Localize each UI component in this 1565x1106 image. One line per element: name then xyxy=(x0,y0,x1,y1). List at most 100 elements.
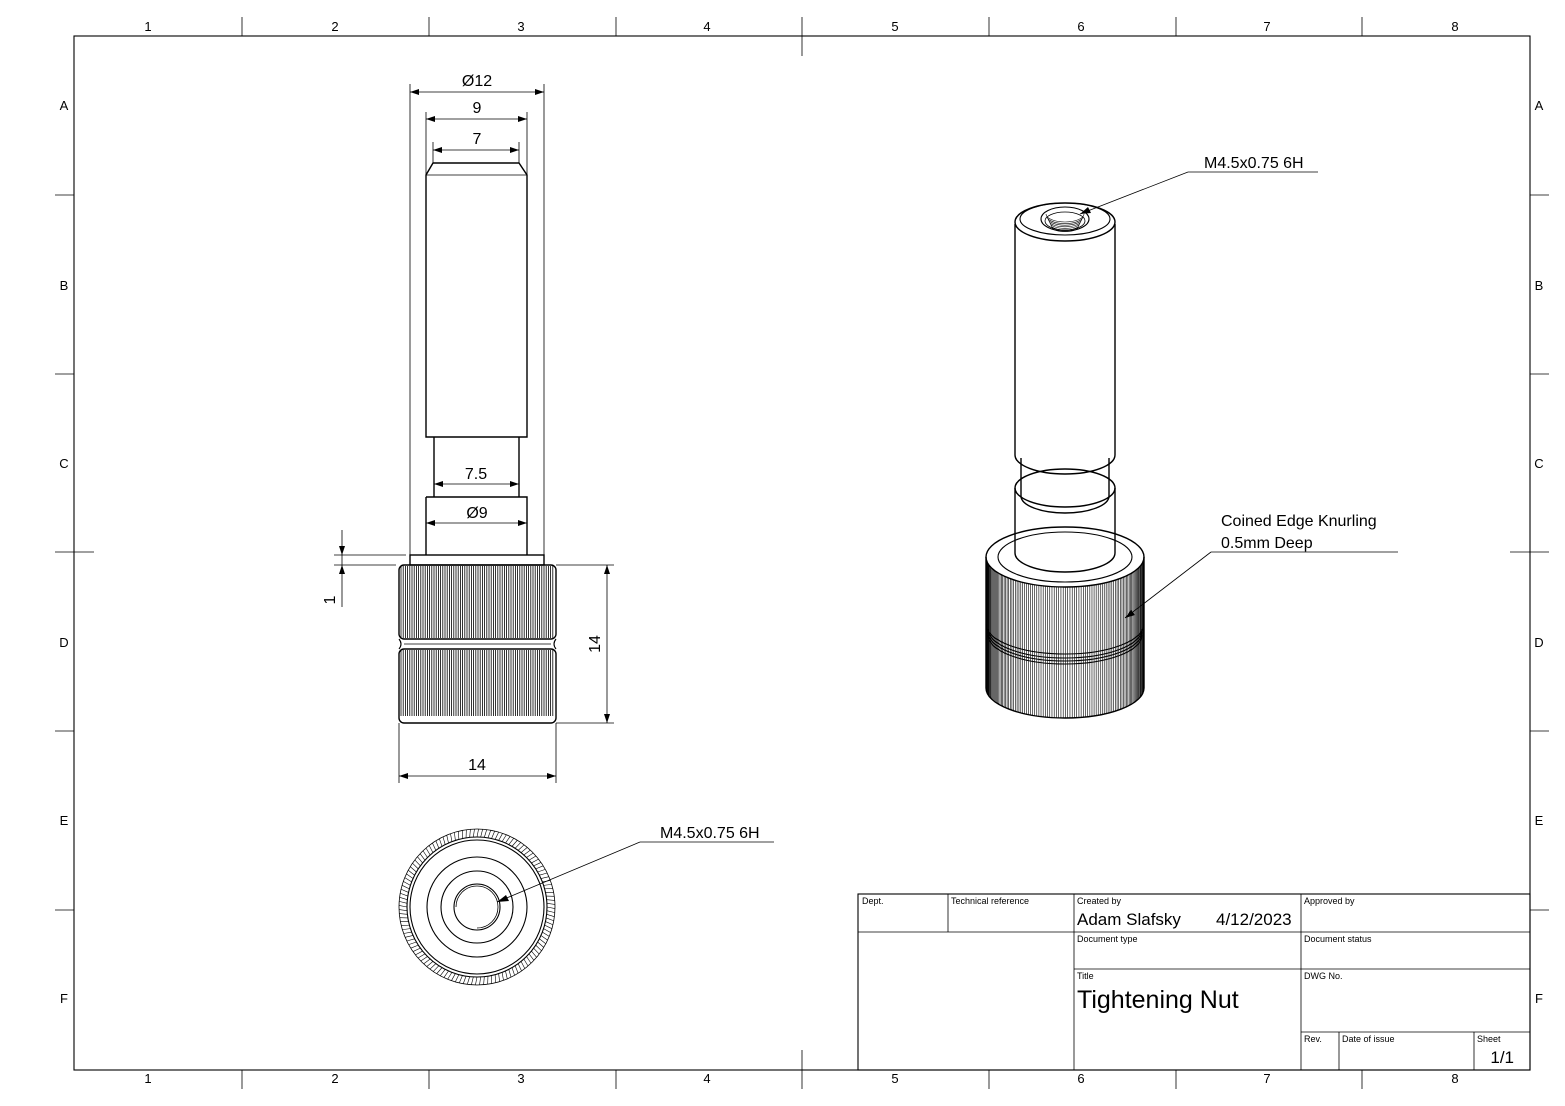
dimension-neck-width: 7.5 xyxy=(434,466,519,487)
knurl-line xyxy=(429,963,437,970)
zone-col-bottom: 8 xyxy=(1451,1071,1458,1086)
dimension-flange: 1 xyxy=(322,530,406,607)
iso-shaft xyxy=(1014,224,1116,475)
zone-row-left: A xyxy=(60,98,69,113)
knurl-line xyxy=(401,885,410,890)
knurl-line xyxy=(498,833,503,841)
knurl-line xyxy=(406,938,415,942)
zone-row-left: D xyxy=(59,635,68,650)
knurl-line xyxy=(417,953,426,959)
doc-type-label: Document type xyxy=(1077,934,1138,944)
knurl-line xyxy=(399,913,408,915)
created-by-value: Adam Slafsky xyxy=(1077,910,1181,929)
sheet-border xyxy=(55,17,1549,1089)
bottom-view-knurl-edge xyxy=(398,828,556,986)
knurl-line xyxy=(517,844,525,851)
knurl-line xyxy=(400,888,409,893)
knurl-line xyxy=(526,852,534,858)
title-label: Title xyxy=(1077,971,1094,981)
svg-text:M4.5x0.75 6H: M4.5x0.75 6H xyxy=(660,825,760,842)
knurl-line xyxy=(505,970,508,979)
zone-col-top: 1 xyxy=(144,19,151,34)
svg-text:7.5: 7.5 xyxy=(465,466,487,483)
knurl-line xyxy=(450,833,453,842)
knurl-line xyxy=(523,958,529,967)
zone-labels: 1 2 3 4 5 6 7 8 1 2 3 4 5 6 7 8 A B C D … xyxy=(59,19,1543,1086)
knurl-line xyxy=(494,974,496,983)
knurl-line xyxy=(514,842,521,849)
svg-text:Coined Edge Knurling: Coined Edge Knurling xyxy=(1221,513,1377,530)
zone-col-top: 5 xyxy=(891,19,898,34)
knurl-line xyxy=(494,831,499,840)
knurl-line xyxy=(526,956,532,964)
knurl-line xyxy=(523,849,531,856)
zone-col-bottom: 4 xyxy=(703,1071,710,1086)
knurl-line xyxy=(505,836,511,844)
svg-text:Ø9: Ø9 xyxy=(466,505,487,522)
knurl-line xyxy=(544,924,553,929)
knurl-line xyxy=(410,944,419,949)
dept-label: Dept. xyxy=(862,896,884,906)
knurl-line xyxy=(540,935,548,941)
knurl-line xyxy=(458,831,460,840)
knurl-line xyxy=(543,928,551,933)
knurl-line xyxy=(528,953,535,961)
sheet-value: 1/1 xyxy=(1490,1048,1514,1067)
knurl-line xyxy=(545,921,554,926)
zone-col-top: 4 xyxy=(703,19,710,34)
knurl-line xyxy=(528,855,537,861)
dimension-top-width: 9 xyxy=(425,100,528,175)
knurl-line xyxy=(403,881,411,886)
knurl-line xyxy=(546,899,555,901)
knurl-line xyxy=(469,829,471,838)
knurl-line xyxy=(419,853,426,861)
thread-line xyxy=(1045,213,1085,223)
knurl-line xyxy=(443,970,449,978)
knurl-line xyxy=(420,956,428,962)
knurl-line xyxy=(408,941,417,945)
knurl-line xyxy=(476,828,479,838)
zone-row-right: A xyxy=(1535,98,1544,113)
svg-text:7: 7 xyxy=(473,131,482,148)
front-view-knurl-hatch xyxy=(400,650,554,716)
knurl-line xyxy=(405,935,414,938)
knurl-line xyxy=(520,961,526,969)
knurl-line xyxy=(412,947,421,952)
knurl-line xyxy=(491,830,496,839)
zone-row-left: F xyxy=(60,991,68,1006)
knurl-line xyxy=(498,973,500,982)
knurl-line xyxy=(537,869,546,873)
knurl-line xyxy=(471,976,474,985)
knurl-line xyxy=(467,976,470,985)
knurl-line xyxy=(543,884,552,886)
front-view-shaft xyxy=(425,162,528,438)
zone-col-top: 6 xyxy=(1077,19,1084,34)
zone-col-bottom: 3 xyxy=(517,1071,524,1086)
svg-text:Ø12: Ø12 xyxy=(462,73,492,90)
knurl-line xyxy=(546,906,556,909)
dwg-no-label: DWG No. xyxy=(1304,971,1343,981)
knurl-line xyxy=(401,924,410,926)
created-date-value: 4/12/2023 xyxy=(1216,910,1292,929)
knurl-line xyxy=(447,972,453,980)
zone-row-left: C xyxy=(59,456,68,471)
knurl-line xyxy=(400,892,408,897)
knurl-line xyxy=(520,847,528,853)
knurl-line xyxy=(446,835,449,844)
dimension-outer-dia: Ø12 xyxy=(409,73,545,555)
knurl-line xyxy=(537,941,544,948)
knurl-line xyxy=(442,836,446,845)
knurl-line xyxy=(546,917,554,922)
bottom-view-knurl-teeth xyxy=(398,828,556,986)
knurl-line xyxy=(533,947,540,955)
dimension-knurl-height: 14 xyxy=(556,564,614,724)
zone-row-right: F xyxy=(1535,991,1543,1006)
thread-line xyxy=(1049,222,1081,229)
zone-row-left: E xyxy=(60,813,69,828)
knurl-line xyxy=(451,973,456,981)
zone-col-top: 3 xyxy=(517,19,524,34)
zone-col-bottom: 5 xyxy=(891,1071,898,1086)
knurl-line xyxy=(398,909,408,911)
drawing-title: Tightening Nut xyxy=(1077,986,1239,1014)
zone-col-bottom: 6 xyxy=(1077,1071,1084,1086)
